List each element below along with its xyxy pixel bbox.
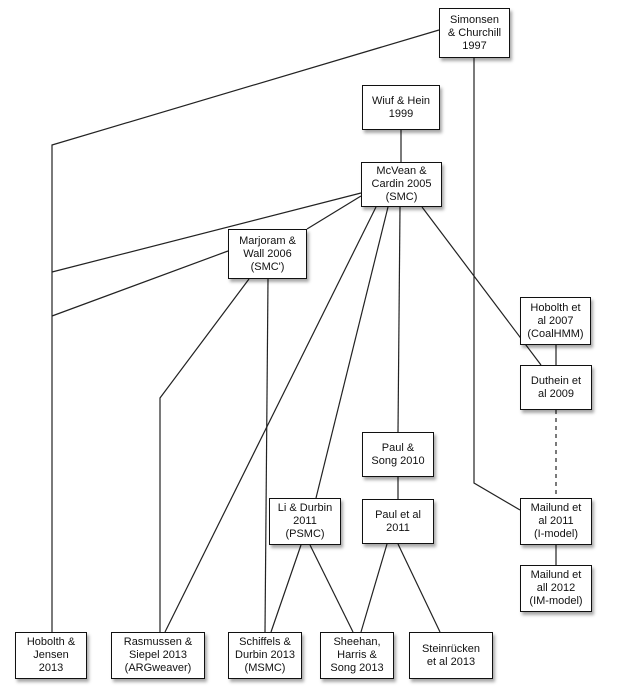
edge-mcvean-to-rasmussen xyxy=(164,206,377,633)
node-label: Simonsen & Churchill 1997 xyxy=(447,13,502,52)
edge-simonsen-to-hobolthjensen xyxy=(51,29,440,632)
node-steinrucken-2013: Steinrücken et al 2013 xyxy=(409,632,493,679)
node-dutheil-2009: Duthein et al 2009 xyxy=(520,365,592,410)
node-hobolth-jensen-2013: Hobolth & Jensen 2013 xyxy=(15,632,87,679)
node-label: Mailund et all 2012 (IM-model) xyxy=(529,569,583,607)
edge-lidurbin-to-sheehan xyxy=(309,544,354,633)
node-schiffels-durbin-2013: Schiffels & Durbin 2013 (MSMC) xyxy=(228,632,302,679)
edge-paul2011-to-sheehan xyxy=(360,543,388,633)
edge-marjoram-to-rasmussen xyxy=(159,278,250,632)
node-mcvean-cardin-2005: McVean & Cardin 2005 (SMC) xyxy=(361,162,442,207)
node-simonsen-churchill-1997: Simonsen & Churchill 1997 xyxy=(439,8,510,58)
edge-simonsen-to-mailund2011 xyxy=(473,58,521,511)
edge-mcvean-to-lidurbin xyxy=(315,206,389,499)
node-label: Mailund et al 2011 (I-model) xyxy=(530,502,582,540)
node-rasmussen-siepel-2013: Rasmussen & Siepel 2013 (ARGweaver) xyxy=(111,632,205,679)
node-paul-2011: Paul et al 2011 xyxy=(362,499,434,544)
node-label: Paul et al 2011 xyxy=(375,508,421,534)
node-label: Rasmussen & Siepel 2013 (ARGweaver) xyxy=(123,636,193,674)
edge-mcvean-to-marjoram xyxy=(306,195,362,230)
node-li-durbin-2011: Li & Durbin 2011 (PSMC) xyxy=(269,498,341,545)
node-wiuf-hein-1999: Wiuf & Hein 1999 xyxy=(362,85,440,130)
node-hobolth-2007: Hobolth et al 2007 (CoalHMM) xyxy=(520,297,591,345)
edge-mcvean-to-paulsong xyxy=(397,206,401,433)
edge-paul2011-to-steinrucken xyxy=(397,543,441,633)
node-label: Li & Durbin 2011 (PSMC) xyxy=(277,502,333,540)
node-sheehan-harris-song-2013: Sheehan, Harris & Song 2013 xyxy=(320,632,394,679)
node-paul-song-2010: Paul & Song 2010 xyxy=(362,432,434,477)
node-label: Hobolth et al 2007 (CoalHMM) xyxy=(527,301,584,340)
node-label: McVean & Cardin 2005 (SMC) xyxy=(371,165,432,203)
edge-lidurbin-to-schiffels xyxy=(270,544,302,633)
node-label: Wiuf & Hein 1999 xyxy=(371,94,431,120)
edge-marjoram-to-schiffels xyxy=(264,278,269,633)
node-label: Sheehan, Harris & Song 2013 xyxy=(330,636,384,674)
node-marjoram-wall-2006: Marjoram & Wall 2006 (SMC') xyxy=(228,229,307,279)
node-label: Marjoram & Wall 2006 (SMC') xyxy=(239,234,296,273)
node-label: Hobolth & Jensen 2013 xyxy=(26,636,76,674)
node-mailund-2011: Mailund et al 2011 (I-model) xyxy=(520,498,592,545)
node-label: Paul & Song 2010 xyxy=(371,441,425,467)
node-label: Schiffels & Durbin 2013 (MSMC) xyxy=(235,636,295,674)
node-label: Steinrücken et al 2013 xyxy=(421,642,481,668)
edge-mcvean-to-hobolthjensen xyxy=(51,192,362,273)
edge-marjoram-to-hobolthjensen xyxy=(51,250,229,317)
node-mailund-2012: Mailund et all 2012 (IM-model) xyxy=(520,565,592,612)
node-label: Duthein et al 2009 xyxy=(530,374,582,400)
